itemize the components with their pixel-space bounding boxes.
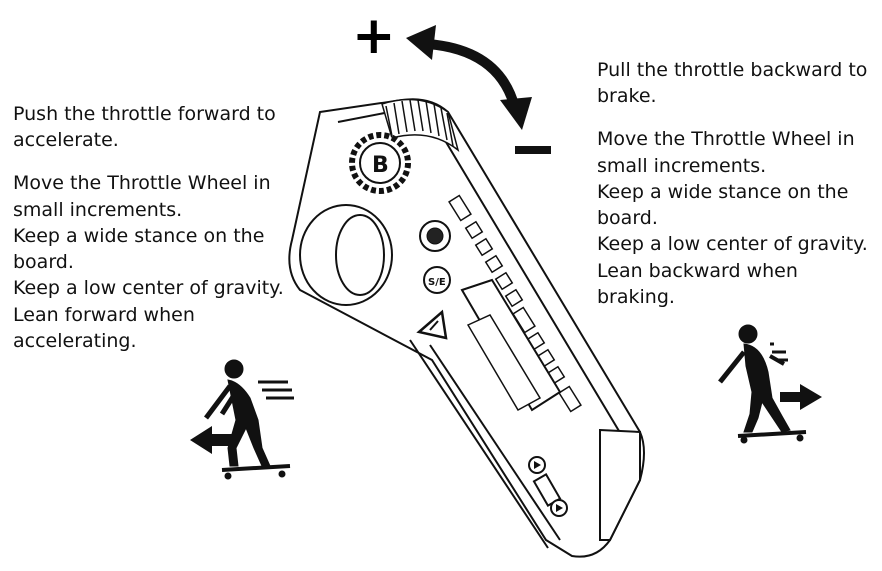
accelerate-tip-line: Keep a wide stance on the	[13, 224, 265, 247]
skater-leaning-backward-icon	[718, 324, 807, 444]
accelerate-tip-line: Lean forward when	[13, 303, 195, 326]
svg-text:B: B	[372, 153, 389, 178]
brake-tip-line: braking.	[597, 285, 675, 308]
minus-sign	[515, 146, 551, 154]
accelerate-tip-line: accelerating.	[13, 329, 137, 352]
power-button	[419, 220, 451, 252]
svg-text:S/E: S/E	[428, 277, 446, 288]
accelerate-heading-line-2: accelerate.	[13, 129, 119, 152]
skater-leaning-forward-icon	[204, 359, 294, 480]
throttle-wheel	[381, 98, 460, 152]
remote-controller	[288, 98, 645, 558]
battery-led-strip	[448, 194, 582, 413]
brake-tip-line: Keep a low center of gravity.	[597, 233, 868, 256]
accelerate-tip-line: small increments.	[13, 198, 183, 221]
brake-tip-line: Lean backward when	[597, 259, 798, 282]
accelerate-tip-line: Move the Throttle Wheel in	[13, 172, 271, 195]
gear-logo-icon: B	[349, 132, 411, 194]
display-screen	[460, 278, 562, 412]
accelerate-tip-line: Keep a low center of gravity.	[13, 277, 284, 300]
accelerate-instructions: Push the throttle forward to accelerate.…	[13, 101, 284, 354]
plus-sign: +	[352, 6, 396, 66]
bottom-buttons	[528, 456, 568, 517]
brake-heading-line-2: brake.	[597, 85, 657, 108]
brake-tip-line: Keep a wide stance on the	[597, 180, 849, 203]
accelerate-tip-line: board.	[13, 251, 74, 274]
brake-heading-line-1: Pull the throttle backward to	[597, 59, 868, 81]
brake-instructions: Pull the throttle backward to brake. Mov…	[597, 57, 868, 310]
se-button: S/E	[423, 266, 451, 294]
brake-tip-line: Move the Throttle Wheel in	[597, 128, 855, 151]
mode-triangle-button	[416, 309, 448, 340]
brake-tip-line: small increments.	[597, 154, 767, 177]
arrow-right-icon	[780, 384, 822, 410]
arrow-left-icon	[190, 426, 236, 454]
brake-tip-line: board.	[597, 207, 658, 230]
curved-double-arrow-icon	[406, 25, 532, 130]
accelerate-heading-line-1: Push the throttle forward to	[13, 103, 276, 125]
